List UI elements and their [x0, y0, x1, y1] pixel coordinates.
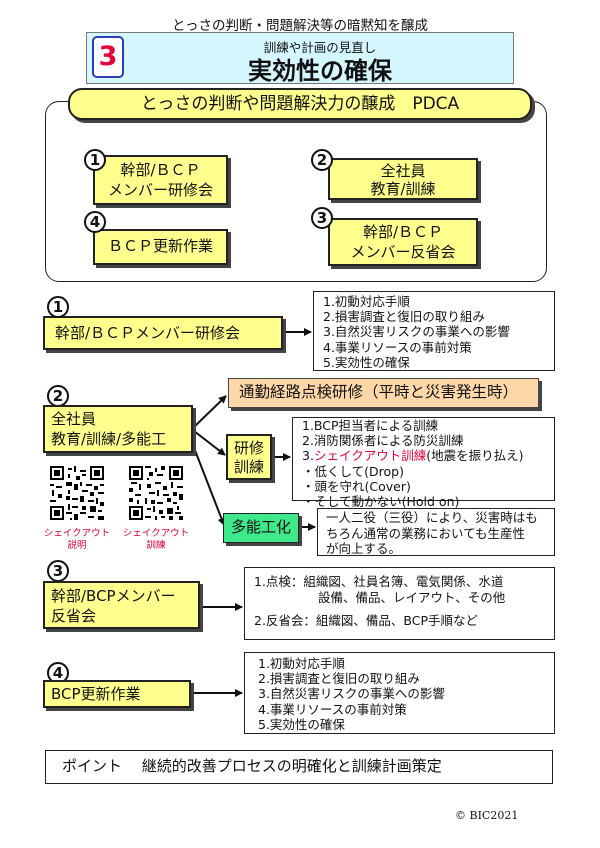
section3-label-line2: 反省会 — [51, 607, 97, 625]
copyright: © BIC2021 — [455, 809, 519, 822]
qr2-caption: シェイクアウト 訓練 — [111, 528, 201, 552]
list-item: 5.実効性の確保 — [258, 716, 345, 732]
qr-code-shakeout-training[interactable] — [129, 466, 183, 520]
list-item: 2.反省会：組織図、備品、BCP手順など — [254, 613, 479, 628]
section-number-badge: 3 — [92, 36, 124, 78]
list-item: 3.自然災害リスクの事業への影響 — [323, 324, 510, 340]
section3-label-line1: 幹部/BCPメンバー — [51, 587, 176, 605]
section2-label: 全社員 教育/訓練/多能工 — [43, 405, 193, 453]
section2-label-line1: 全社員 — [51, 410, 97, 428]
section2-number: 2 — [47, 385, 69, 407]
pdca-step-2: 全社員 教育/訓練 — [328, 158, 478, 200]
qr2-caption-line2: 訓練 — [146, 540, 166, 551]
list-item: 1.点検：組織図、社員名簿、電気関係、水道 — [254, 574, 504, 589]
list-item-number: 3. — [302, 448, 314, 464]
section1-label: 幹部/ＢＣＰメンバー研修会 — [43, 316, 283, 350]
training-label-line2: 訓練 — [233, 458, 264, 476]
section1-list: 1.初動対応手順 2.損害調査と復旧の取り組み 3.自然災害リスクの事業への影響… — [313, 291, 555, 371]
pdca-step-1: 幹部/ＢＣＰ メンバー研修会 — [93, 155, 228, 205]
list-item: 1.BCP担当者による訓練 — [302, 418, 439, 433]
pdca-step-1-number: 1 — [84, 149, 106, 171]
multiskill-label: 多能工化 — [223, 513, 299, 543]
list-item: 1.初動対応手順 — [323, 294, 410, 309]
list-item: 4.事業リソースの事前対策 — [323, 339, 472, 355]
pdca-step-2-number: 2 — [311, 149, 333, 171]
pdca-step-4: ＢＣＰ更新作業 — [93, 229, 228, 265]
list-item-continued: 設備、備品、レイアウト、その他 — [318, 589, 506, 605]
page-title: 実効性の確保 — [248, 57, 392, 85]
multiskill-description: 一人二役（三役）により、災害時はも ちろん通常の業務においても生産性 が向上する… — [317, 508, 555, 556]
qr-code-shakeout-explanation[interactable] — [50, 466, 104, 520]
list-item: ・低くして(Drop) — [302, 463, 404, 479]
pdca-step-2-line1: 全社員 — [380, 162, 426, 180]
list-item: 2.損害調査と復旧の取り組み — [258, 671, 420, 687]
qr2-caption-line1: シェイクアウト — [122, 528, 190, 539]
section2-label-line2: 教育/訓練/多能工 — [51, 430, 167, 448]
training-label-line1: 研修 — [233, 439, 264, 457]
pdca-step-2-line2: 教育/訓練 — [370, 180, 436, 198]
qr1-caption-line1: シェイクアウト — [43, 528, 111, 539]
section3-label: 幹部/BCPメンバー 反省会 — [43, 581, 200, 629]
pdca-step-3: 幹部/ＢＣＰ メンバー反省会 — [328, 218, 478, 266]
multiskill-text-line: 一人二役（三役）により、災害時はも — [326, 510, 538, 525]
section1-number: 1 — [47, 296, 69, 318]
list-item: 1.初動対応手順 — [258, 656, 345, 671]
list-item: 3.自然災害リスクの事業への影響 — [258, 686, 445, 702]
list-item: ・頭を守れ(Cover) — [302, 478, 411, 494]
list-item: ・そして動かない(Hold on) — [302, 494, 460, 510]
pdca-step-4-number: 4 — [84, 211, 106, 233]
pdca-title: とっさの判断や問題解決力の醸成 PDCA — [68, 88, 532, 120]
section3-list: 1.点検：組織図、社員名簿、電気関係、水道 設備、備品、レイアウト、その他 2.… — [244, 567, 555, 640]
pdca-step-3-line2: メンバー反省会 — [350, 243, 456, 261]
training-list: 1.BCP担当者による訓練 2.消防関係者による防災訓練 3.シェイクアウト訓練… — [292, 417, 555, 509]
point-banner: ポイント 継続的改善プロセスの明確化と訓練計画策定 — [45, 750, 553, 784]
header-subtitle: 訓練や計画の見直し — [263, 40, 377, 55]
commute-training-box: 通勤経路点検研修（平時と災害発生時） — [228, 378, 539, 408]
list-item: 5.実効性の確保 — [323, 354, 410, 370]
section3-number: 3 — [47, 560, 69, 582]
section4-label: BCP更新作業 — [43, 680, 191, 708]
pdca-step-1-line2: メンバー研修会 — [107, 181, 213, 199]
qr1-caption-line2: 説明 — [67, 540, 87, 551]
pdca-step-3-number: 3 — [311, 207, 333, 229]
list-item-note: (地震を振り払え) — [426, 448, 524, 464]
list-item: 3.シェイクアウト訓練(地震を振り払え) — [302, 448, 554, 463]
shakeout-highlight: シェイクアウト訓練 — [313, 448, 427, 464]
pdca-step-1-line1: 幹部/ＢＣＰ — [120, 161, 201, 179]
multiskill-text-line: が向上する。 — [326, 541, 402, 556]
pdca-step-3-line1: 幹部/ＢＣＰ — [362, 223, 444, 241]
training-label: 研修 訓練 — [226, 434, 272, 480]
header-banner — [86, 32, 514, 84]
list-item: 2.消防関係者による防災訓練 — [302, 433, 464, 449]
list-item: 4.事業リソースの事前対策 — [258, 701, 407, 717]
multiskill-text-line: ちろん通常の業務においても生産性 — [326, 525, 526, 541]
section4-list: 1.初動対応手順 2.損害調査と復旧の取り組み 3.自然災害リスクの事業への影響… — [244, 652, 555, 734]
top-caption: とっさの判断・問題解決等の暗黙知を醸成 — [171, 18, 429, 34]
list-item: 2.損害調査と復旧の取り組み — [323, 309, 485, 325]
qr1-caption: シェイクアウト 説明 — [32, 528, 122, 552]
